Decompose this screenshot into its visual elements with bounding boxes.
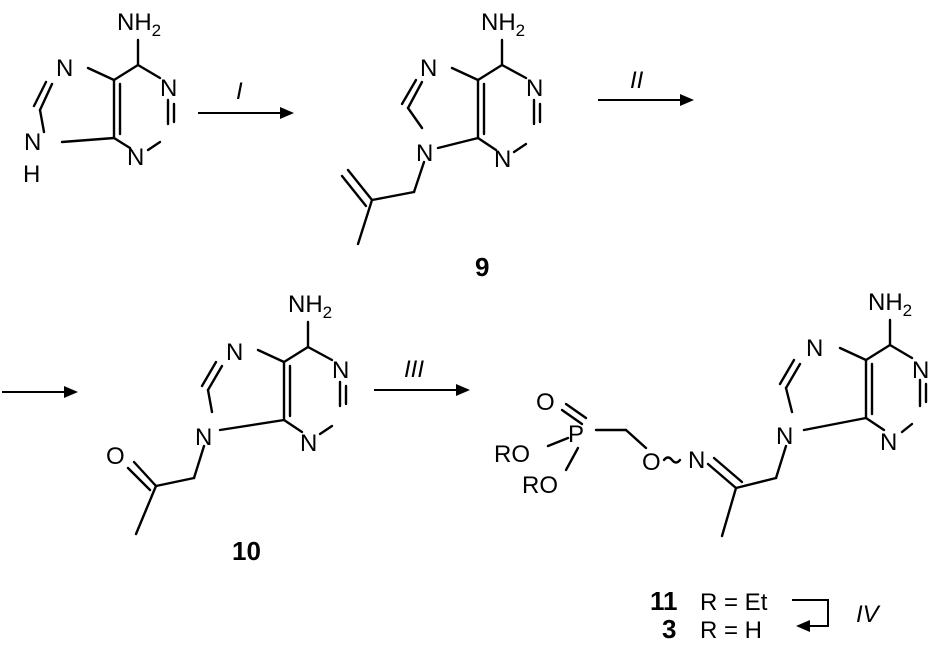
- c11-n7-label: N: [806, 335, 823, 362]
- condition-step-3: III: [404, 356, 424, 383]
- c11-n1-label: N: [912, 357, 929, 384]
- c11-amine-label: NH2: [868, 289, 912, 320]
- adenine-n7-label: N: [56, 55, 73, 82]
- arrow-step-2: II: [598, 67, 694, 106]
- compound-11-structure: NH2 N N N N N O P O RO RO: [494, 289, 929, 538]
- compound-11-label: 11: [650, 586, 678, 616]
- adenine-n9-label: N: [24, 129, 41, 156]
- c10-amine-label: NH2: [288, 291, 332, 322]
- arrow-step-3: III: [374, 356, 470, 396]
- compound-9-label: 9: [475, 252, 489, 282]
- arrow-step-1: I: [198, 78, 294, 119]
- c10-n7-label: N: [226, 339, 243, 366]
- adenine-h-label: H: [23, 161, 40, 188]
- c11-n3-label: N: [880, 429, 897, 456]
- compound-10-label: 10: [232, 536, 261, 566]
- c11-ro-upper-label: RO: [494, 441, 530, 468]
- compound-3-substituent: R = H: [700, 617, 762, 644]
- c10-n9-label: N: [195, 424, 212, 451]
- c10-carbonyl-o-label: O: [106, 443, 125, 470]
- adenine-n1-label: N: [160, 75, 177, 102]
- c10-n1-label: N: [332, 357, 349, 384]
- compound-9-structure: NH2 N N N N: [340, 9, 543, 246]
- c11-phosphoryl-o-label: O: [536, 389, 555, 416]
- adenine-n3-label: N: [127, 144, 144, 171]
- condition-step-1: I: [236, 78, 243, 105]
- c9-amine-label: NH2: [481, 9, 525, 40]
- arrow-step-4: IV: [792, 599, 881, 632]
- arrow-continuation: [2, 386, 78, 398]
- c9-n3-label: N: [494, 146, 511, 173]
- c10-n3-label: N: [300, 430, 317, 457]
- c11-ro-lower-label: RO: [522, 472, 558, 499]
- c9-n1-label: N: [526, 75, 543, 102]
- compound-10-structure: NH2 N N N N O: [106, 291, 349, 536]
- adenine-amine-label: NH2: [117, 9, 161, 40]
- c11-n9-label: N: [776, 423, 793, 450]
- adenine-labels: NH2 N N N N H: [23, 9, 177, 188]
- c11-oxime-n-label: N: [688, 447, 705, 474]
- c9-n7-label: N: [420, 55, 437, 82]
- c11-oxime-o-label: O: [642, 449, 661, 476]
- c11-phosphorus-label: P: [568, 421, 584, 448]
- c9-n9-label: N: [416, 140, 433, 167]
- condition-step-2: II: [630, 67, 644, 94]
- compound-11-substituent: R = Et: [700, 589, 768, 616]
- condition-step-4: IV: [856, 601, 881, 628]
- compound-3-label: 3: [662, 614, 676, 644]
